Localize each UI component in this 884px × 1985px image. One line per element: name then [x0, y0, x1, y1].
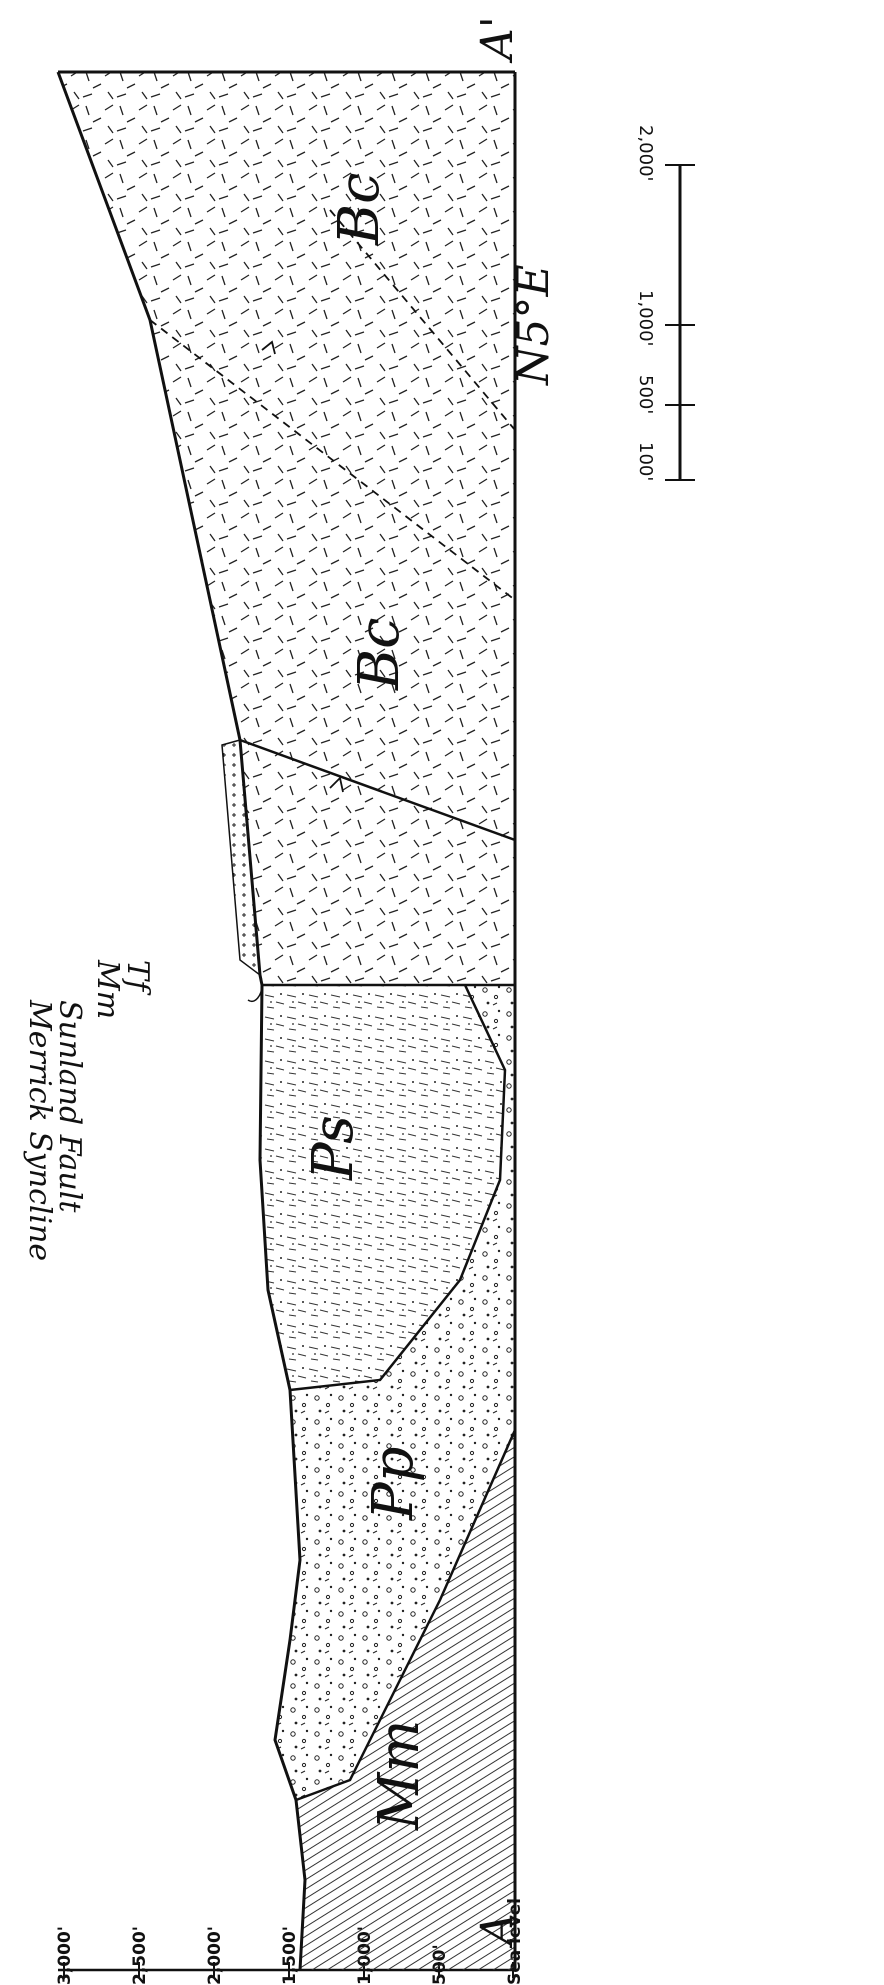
- label-a: A: [472, 1913, 523, 1949]
- axis-label-1500: 1,500': [280, 1926, 300, 1985]
- axis-label-2000: 2,000': [205, 1926, 225, 1985]
- scale-label-2000: 2,000': [635, 125, 656, 181]
- feature-annotations: Merrick Syncline Sunland Fault Mm Tf: [22, 959, 262, 1261]
- label-bc-lower: Bc: [347, 617, 412, 691]
- label-bc-upper: Bc: [327, 172, 392, 246]
- scale-label-100: 100': [635, 442, 656, 481]
- unit-bc-upper: [58, 72, 515, 840]
- label-tf: Tf: [120, 960, 155, 996]
- scale-label-1000: 1,000': [635, 290, 656, 346]
- label-mm-small: Mm: [90, 959, 125, 1019]
- label-ps: Ps: [301, 1115, 366, 1181]
- label-merrick-syncline: Merrick Syncline: [22, 999, 57, 1261]
- leader-sunland-fault: [248, 985, 262, 1001]
- scale-label-500: 500': [635, 375, 656, 414]
- label-mm: Mm: [367, 1720, 432, 1831]
- axis-label-2500: 2,500': [130, 1926, 150, 1985]
- label-a-prime: A': [472, 16, 523, 64]
- label-bearing: N5°E: [508, 264, 559, 386]
- geologic-units: [58, 72, 515, 1970]
- label-pp: Pp: [361, 1446, 426, 1521]
- label-sunland-fault: Sunland Fault: [52, 1000, 87, 1213]
- axis-label-3000: 3,000': [55, 1926, 75, 1985]
- scale-bar: 100' 500' 1,000' 2,000': [635, 125, 695, 481]
